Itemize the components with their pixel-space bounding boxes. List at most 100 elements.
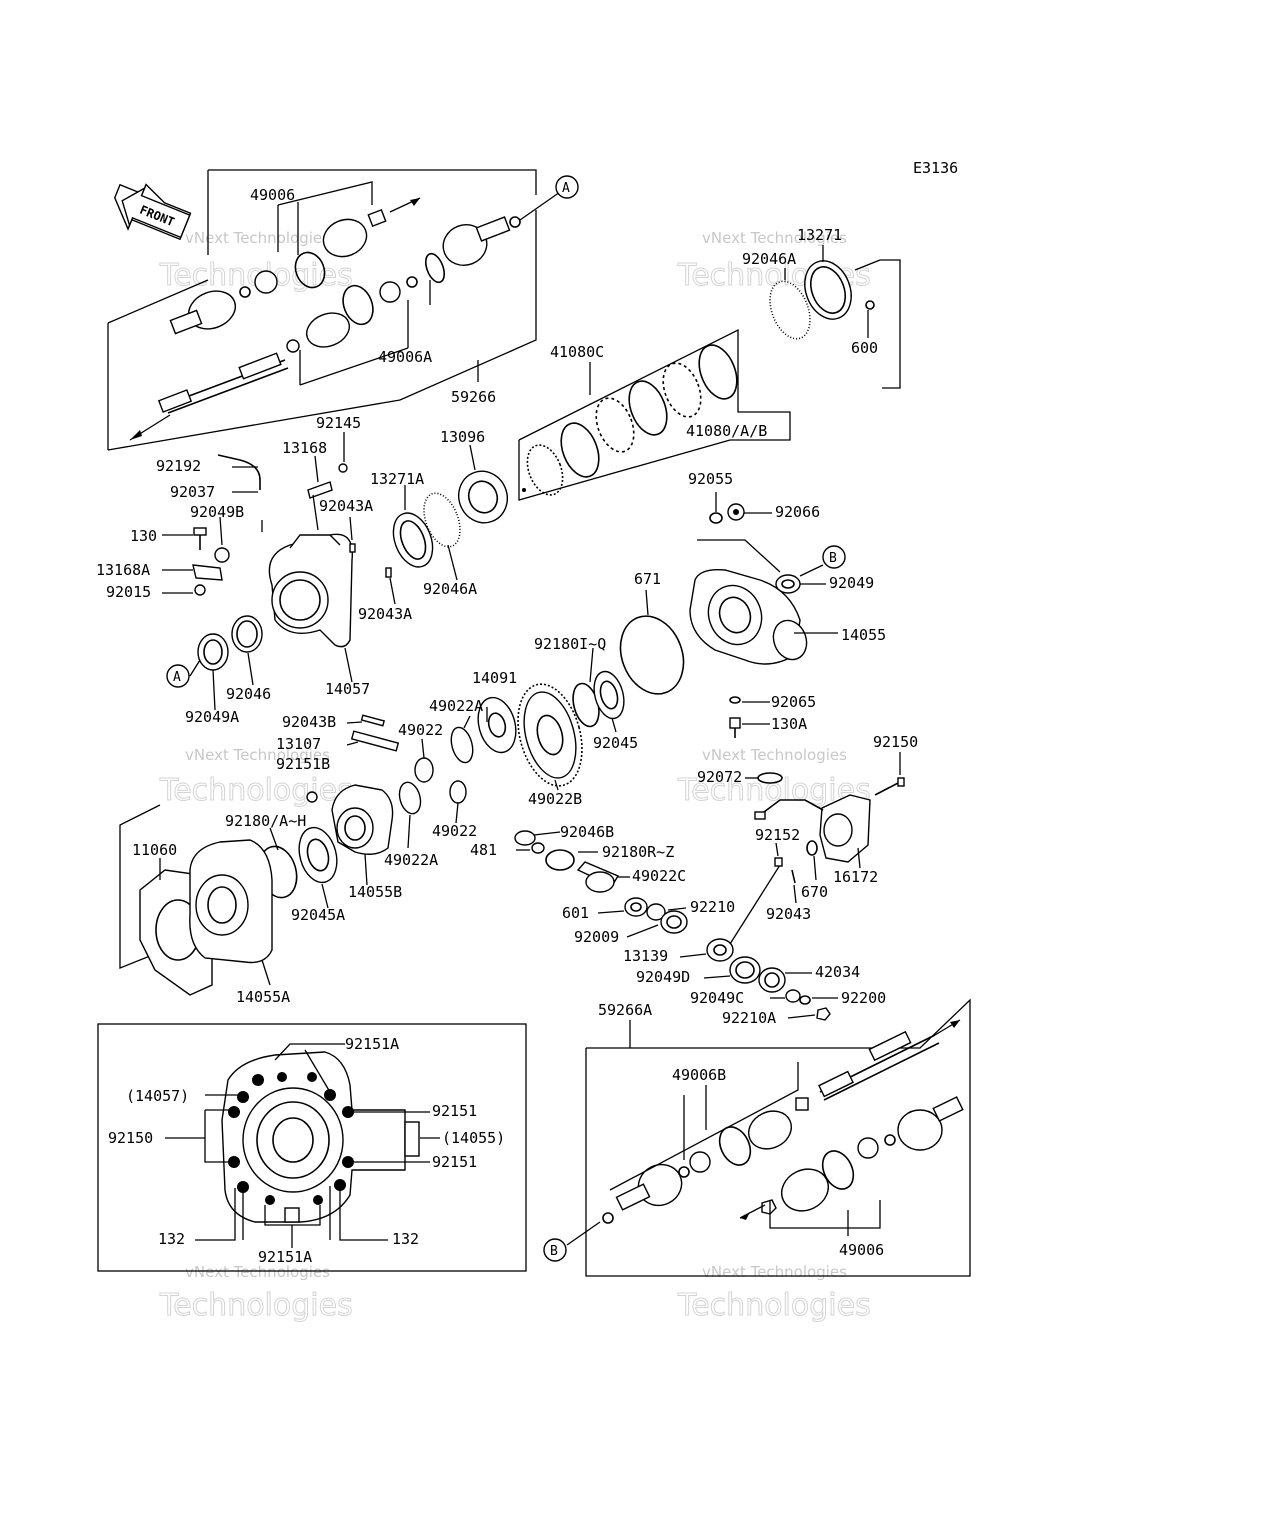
shaft-spline — [157, 352, 282, 413]
part-label-16172: 16172 — [833, 868, 878, 886]
part-label-92045a: 92045A — [291, 906, 345, 924]
drive-shaft-front-group — [107, 169, 561, 451]
part-label-92151a-top: 92151A — [345, 1035, 399, 1053]
callout-b-bottom: B — [543, 1238, 567, 1262]
part-label-11060: 11060 — [132, 841, 177, 859]
svg-text:B: B — [550, 1244, 558, 1259]
part-label-92180i-q: 92180I~Q — [534, 635, 606, 653]
callout-a-top: A — [555, 175, 579, 199]
part-label-49022-lower: 49022 — [432, 822, 477, 840]
front-arrow-icon: FRONT — [114, 183, 192, 241]
outer-cv-joint — [169, 290, 237, 335]
part-label-92046b: 92046B — [560, 823, 614, 841]
part-label-130: 130 — [130, 527, 157, 545]
housing-14055-group — [619, 492, 838, 738]
part-label-671: 671 — [634, 570, 661, 588]
svg-text:A: A — [173, 670, 181, 685]
assembly-inset — [97, 1023, 527, 1272]
watermark-logo: Technologies — [159, 1288, 353, 1323]
part-label-49022a-top: 49022A — [429, 697, 483, 715]
part-label-92072: 92072 — [697, 768, 742, 786]
part-label-49006-lower: 49006 — [839, 1241, 884, 1259]
part-label-92046: 92046 — [226, 685, 271, 703]
watermark-text: vNext Technologies — [702, 1263, 847, 1281]
part-label-92200: 92200 — [841, 989, 886, 1007]
part-label-130a: 130A — [771, 715, 807, 733]
part-label-42034: 42034 — [815, 963, 860, 981]
part-label-92049c: 92049C — [690, 989, 744, 1007]
clutch-pack-group — [518, 328, 791, 501]
callout-b-right: B — [822, 545, 846, 569]
part-label-92046a: 92046A — [742, 250, 796, 268]
clutch-plate-group-top — [769, 245, 901, 389]
watermark-text: vNext Technologies — [702, 746, 847, 764]
part-label-132-right: 132 — [392, 1230, 419, 1248]
part-label-92151-upper: 92151 — [432, 1102, 477, 1120]
part-label-92150-inset: 92150 — [108, 1129, 153, 1147]
part-label-92037: 92037 — [170, 483, 215, 501]
part-label-92192: 92192 — [156, 457, 201, 475]
part-label-13096: 13096 — [440, 428, 485, 446]
part-label-13107: 13107 — [276, 735, 321, 753]
part-label-14057: 14057 — [325, 680, 370, 698]
part-label-49022-upper: 49022 — [398, 721, 443, 739]
cv-boot — [294, 218, 374, 348]
part-label-92180r-z: 92180R~Z — [602, 843, 674, 861]
part-label-92145: 92145 — [316, 414, 361, 432]
part-label-92045: 92045 — [593, 734, 638, 752]
part-label-92210a: 92210A — [722, 1009, 776, 1027]
differential-group — [258, 647, 625, 909]
part-label-49006b: 49006B — [672, 1066, 726, 1084]
part-label-14091: 14091 — [472, 669, 517, 687]
part-label-14057-ref: (14057) — [126, 1087, 189, 1105]
part-label-92009: 92009 — [574, 928, 619, 946]
part-label-92055: 92055 — [688, 470, 733, 488]
part-label-92043a-upper: 92043A — [319, 497, 373, 515]
part-label-14055a: 14055A — [236, 988, 290, 1006]
part-label-92046a-mid: 92046A — [423, 580, 477, 598]
inner-cv-joint — [442, 216, 511, 266]
part-label-49006a: 49006A — [378, 348, 432, 366]
watermark-logo: Technologies — [159, 773, 353, 808]
part-label-92043b: 92043B — [282, 713, 336, 731]
svg-text:B: B — [829, 551, 837, 566]
part-label-92049b: 92049B — [190, 503, 244, 521]
part-label-92015: 92015 — [106, 583, 151, 601]
part-label-481: 481 — [470, 841, 497, 859]
pinion-shaft-group — [514, 830, 838, 1021]
part-label-49022b: 49022B — [528, 790, 582, 808]
drive-shaft-rear-group — [566, 998, 971, 1277]
part-label-13168: 13168 — [282, 439, 327, 457]
callout-a-left: A — [166, 664, 190, 688]
part-label-92066: 92066 — [775, 503, 820, 521]
part-label-13168a: 13168A — [96, 561, 150, 579]
watermark-text: vNext Technologies — [185, 229, 330, 247]
part-label-92043a-lower: 92043A — [358, 605, 412, 623]
part-label-14055-ref: (14055) — [442, 1129, 505, 1147]
part-label-41080c: 41080C — [550, 343, 604, 361]
part-label-13271a: 13271A — [370, 470, 424, 488]
part-label-601: 601 — [562, 904, 589, 922]
part-label-13139: 13139 — [623, 947, 668, 965]
part-label-41080-a-b: 41080/A/B — [686, 422, 767, 440]
part-label-59266: 59266 — [451, 388, 496, 406]
part-label-92152: 92152 — [755, 826, 800, 844]
diagram-code: E3136 — [913, 159, 958, 177]
part-label-92210: 92210 — [690, 898, 735, 916]
cover-14055a-group — [119, 804, 273, 996]
part-label-600: 600 — [851, 339, 878, 357]
part-label-92151a-bottom: 92151A — [258, 1248, 312, 1266]
part-label-92151-lower: 92151 — [432, 1153, 477, 1171]
svg-text:A: A — [562, 181, 570, 196]
part-label-132-left: 132 — [158, 1230, 185, 1248]
part-label-92150-right: 92150 — [873, 733, 918, 751]
part-label-92180-a-h: 92180/A~H — [225, 812, 306, 830]
part-label-92049a: 92049A — [185, 708, 239, 726]
part-label-670: 670 — [801, 883, 828, 901]
part-label-92049d: 92049D — [636, 968, 690, 986]
watermark-text: vNext Technologies — [185, 746, 330, 764]
part-label-49022c: 49022C — [632, 867, 686, 885]
part-label-49006: 49006 — [250, 186, 295, 204]
